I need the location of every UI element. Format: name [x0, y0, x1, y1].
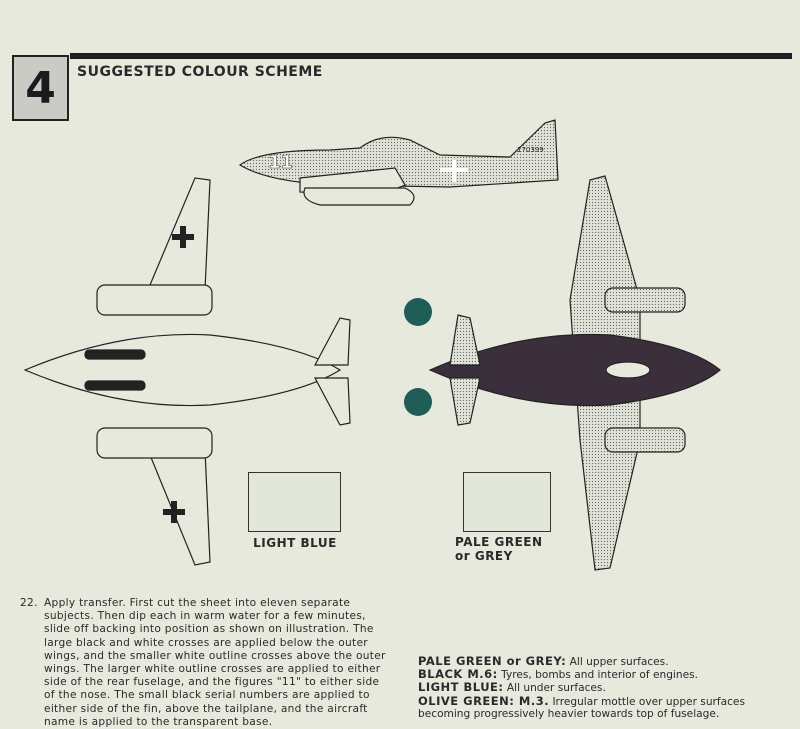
underside-plan-view [23, 177, 351, 566]
instruction-text: Apply transfer. First cut the sheet into… [44, 597, 386, 728]
transfer-instructions: 22. Apply transfer. First cut the sheet … [20, 597, 390, 729]
step-number: 4 [12, 55, 69, 121]
upper-plan-view [428, 175, 721, 571]
header-rule [70, 53, 792, 59]
pale-green-label: PALE GREEN or GREY [455, 535, 565, 563]
side-view-aircraft: 11 170399 [238, 119, 559, 206]
legend-name: LIGHT BLUE: [418, 680, 504, 695]
legend-desc: Tyres, bombs and interior of engines. [501, 669, 698, 682]
legend-item: LIGHT BLUE: All under surfaces. [418, 681, 788, 694]
nose-number: 11 [268, 152, 293, 173]
legend-name: BLACK M.6: [418, 667, 498, 682]
light-blue-label: LIGHT BLUE [253, 536, 337, 550]
legend-name: PALE GREEN or GREY: [418, 654, 567, 668]
page-title: SUGGESTED COLOUR SCHEME [77, 64, 323, 80]
legend-item: BLACK M.6: Tyres, bombs and interior of … [418, 668, 788, 681]
legend-name: OLIVE GREEN: M.3. [418, 693, 550, 708]
pale-green-label-line2: or GREY [455, 549, 513, 563]
pale-green-label-line1: PALE GREEN [455, 535, 543, 549]
legend-desc: All upper surfaces. [569, 656, 669, 668]
light-blue-swatch [248, 472, 341, 532]
colour-legend: PALE GREEN or GREY: All upper surfaces. … [418, 655, 788, 720]
instruction-number: 22. [20, 597, 38, 609]
punched-hole [404, 298, 432, 326]
legend-item: OLIVE GREEN: M.3. Irregular mottle over … [418, 695, 788, 720]
legend-item: PALE GREEN or GREY: All upper surfaces. [418, 655, 788, 668]
legend-desc: Irregular mottle over upper surfaces bec… [418, 695, 745, 720]
pale-green-swatch [463, 472, 551, 532]
fin-serial: 170399 [517, 146, 544, 154]
punched-hole [404, 388, 432, 416]
legend-desc: All under surfaces. [506, 682, 606, 695]
